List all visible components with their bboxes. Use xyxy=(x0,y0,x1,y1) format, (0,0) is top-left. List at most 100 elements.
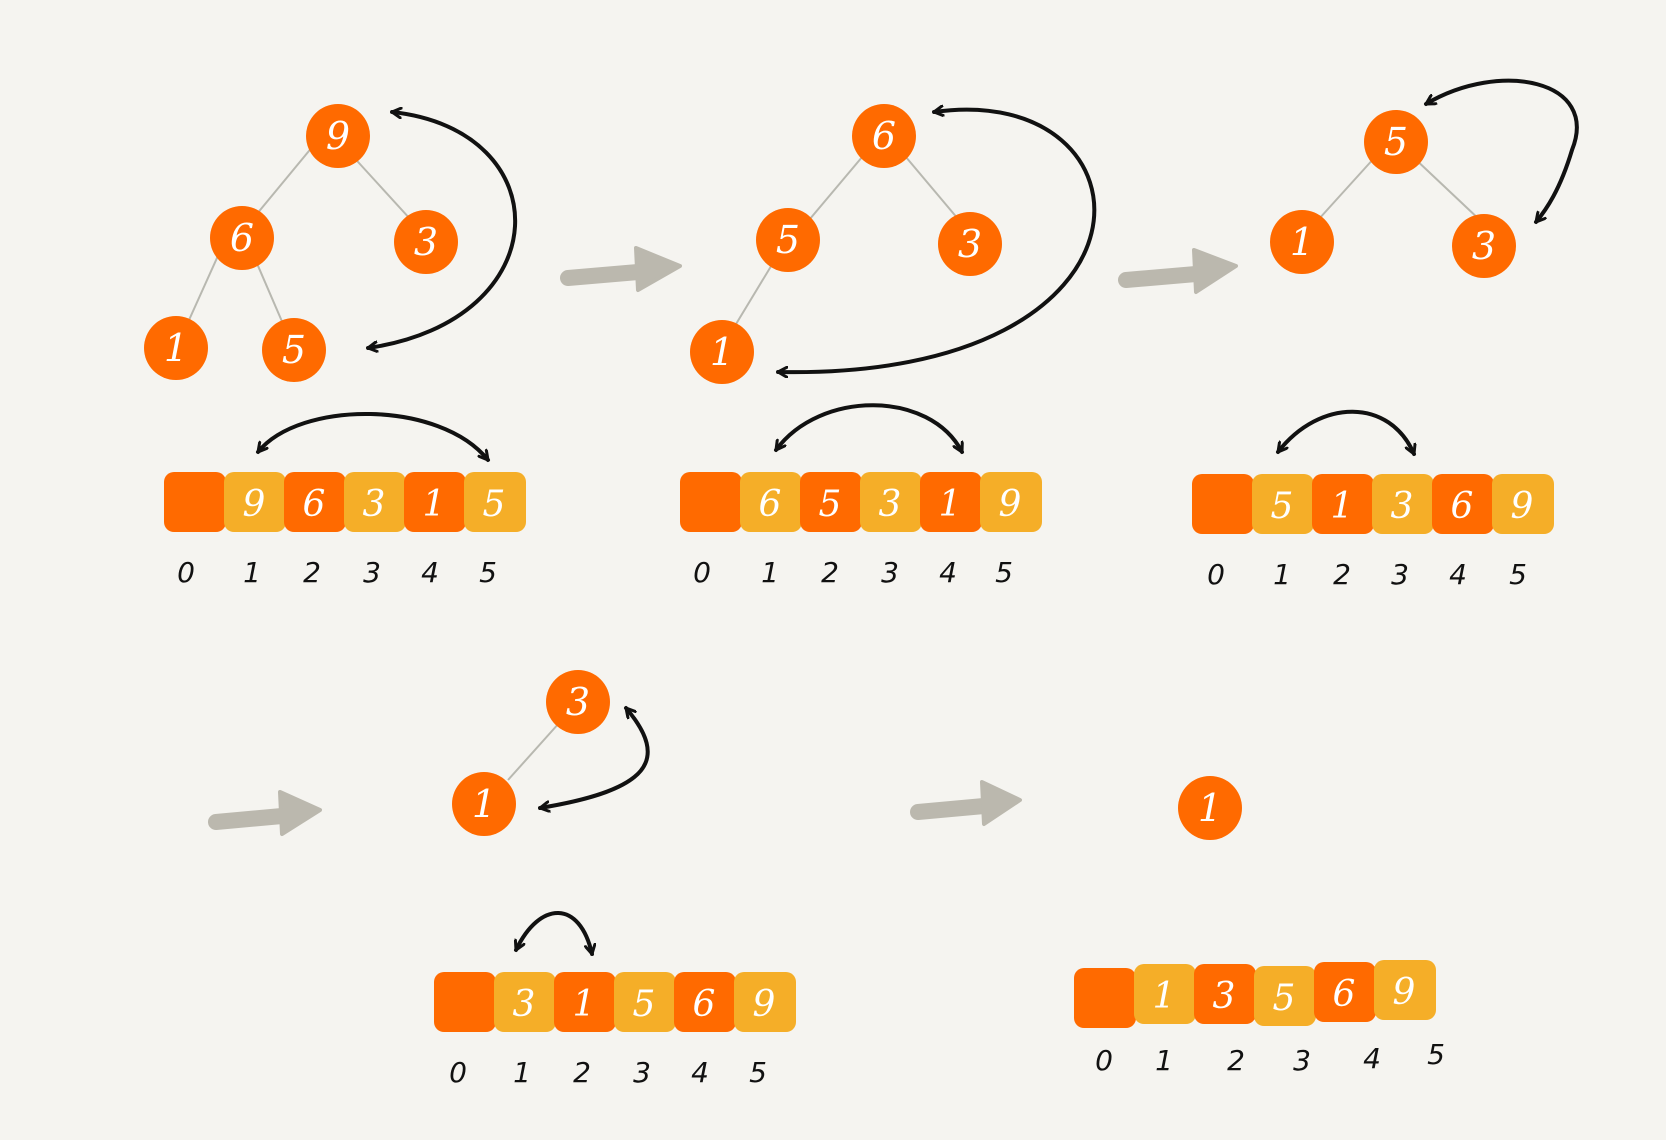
array-cell-label: 6 xyxy=(1451,486,1474,527)
array-index-label: 3 xyxy=(881,556,899,589)
tree-node-label: 3 xyxy=(958,222,982,266)
right-margin-strip xyxy=(1666,0,1680,1140)
array-1: 9 6 3 1 5 0 1 2 3 4 5 xyxy=(164,472,526,589)
array-cell xyxy=(674,972,736,1032)
array-cell-label: 1 xyxy=(1153,976,1176,1017)
tree-node-label: 3 xyxy=(1472,224,1496,268)
array-index-label: 1 xyxy=(1273,558,1291,591)
array-cell-label: 1 xyxy=(1331,486,1354,527)
tree-node-label: 5 xyxy=(282,328,306,372)
step-arrow xyxy=(1118,248,1238,294)
swap-arrow xyxy=(1276,409,1414,456)
swap-arrow xyxy=(774,403,964,454)
array-index-label: 1 xyxy=(513,1056,531,1089)
tree-edge xyxy=(803,149,869,227)
array-cell xyxy=(1134,964,1196,1024)
tree-node-label: 3 xyxy=(566,680,590,724)
array-cell xyxy=(740,472,802,532)
tree-node: 3 xyxy=(394,210,458,274)
swap-arrow xyxy=(516,911,592,956)
tree-2: 6 5 3 1 xyxy=(690,104,1002,384)
array-cell-label: 9 xyxy=(999,484,1022,525)
array-index-label: 5 xyxy=(1509,558,1527,591)
array-index-label: 0 xyxy=(1207,558,1225,591)
step-arrow xyxy=(208,790,322,836)
array-index-label: 0 xyxy=(1095,1044,1113,1077)
tree-node: 1 xyxy=(1270,210,1334,274)
array-cell xyxy=(860,472,922,532)
step-1: 9 6 3 1 5 xyxy=(144,104,526,589)
array-cell-label: 6 xyxy=(1333,974,1356,1015)
tree-node-label: 1 xyxy=(710,330,734,374)
array-index-label: 1 xyxy=(243,556,261,589)
array-cell-label: 3 xyxy=(879,484,902,525)
array-cell xyxy=(734,972,796,1032)
tree-edge xyxy=(1411,155,1483,223)
array-cell-label: 3 xyxy=(1391,486,1414,527)
array-cell xyxy=(1312,474,1374,534)
array-index-label: 5 xyxy=(995,556,1013,589)
tree-node-label: 5 xyxy=(1384,120,1408,164)
tree-4: 3 1 xyxy=(452,670,610,836)
step-2: 6 5 3 1 6 5 xyxy=(680,104,1097,589)
tree-edge xyxy=(899,149,965,227)
array-index-label: 5 xyxy=(479,556,497,589)
array-cell xyxy=(1372,474,1434,534)
array-index-label: 3 xyxy=(363,556,381,589)
array-cell xyxy=(1254,966,1316,1026)
tree-edge xyxy=(729,257,777,335)
array-cell xyxy=(1194,964,1256,1024)
array-cell xyxy=(1314,962,1376,1022)
array-cell-label: 3 xyxy=(363,484,386,525)
tree-node: 1 xyxy=(1178,776,1242,840)
array-cell-label: 6 xyxy=(759,484,782,525)
array-cell xyxy=(1252,474,1314,534)
array-index-label: 2 xyxy=(1333,558,1351,591)
tree-3: 5 1 3 xyxy=(1270,110,1516,278)
tree-node-label: 6 xyxy=(230,216,254,260)
array-cell-label: 5 xyxy=(1273,978,1296,1019)
tree-node: 5 xyxy=(262,318,326,382)
tree-node: 5 xyxy=(1364,110,1428,174)
array-index-label: 1 xyxy=(761,556,779,589)
array-cell-label: 1 xyxy=(939,484,962,525)
array-5: 1 3 5 6 9 0 1 2 3 4 5 xyxy=(1074,960,1445,1077)
array-index-label: 4 xyxy=(939,556,957,589)
tree-node: 3 xyxy=(1452,214,1516,278)
array-cell xyxy=(980,472,1042,532)
swap-arrow xyxy=(1424,78,1579,224)
array-index-label: 3 xyxy=(633,1056,651,1089)
tree-node: 1 xyxy=(690,320,754,384)
array-cell xyxy=(920,472,982,532)
tree-node: 1 xyxy=(144,316,208,380)
array-cell xyxy=(284,472,346,532)
tree-node: 5 xyxy=(756,208,820,272)
array-cell-label: 9 xyxy=(243,484,266,525)
tree-node-label: 1 xyxy=(1198,786,1222,830)
step-5: 1 1 3 5 6 9 0 1 2 3 4 5 xyxy=(1074,776,1445,1077)
tree-5: 1 xyxy=(1178,776,1242,840)
array-cell xyxy=(1192,474,1254,534)
tree-node-label: 5 xyxy=(776,218,800,262)
array-cell xyxy=(164,472,226,532)
tree-node-label: 6 xyxy=(872,114,896,158)
array-index-label: 0 xyxy=(693,556,711,589)
array-index-label: 4 xyxy=(421,556,439,589)
swap-arrow xyxy=(366,112,517,348)
swap-arrow xyxy=(776,110,1097,373)
array-4: 3 1 5 6 9 0 1 2 3 4 5 xyxy=(434,972,796,1089)
array-index-label: 0 xyxy=(449,1056,467,1089)
step-arrow xyxy=(560,246,682,292)
tree-edge xyxy=(507,721,561,781)
tree-edge xyxy=(1317,155,1377,221)
array-index-label: 4 xyxy=(1363,1042,1381,1075)
tree-node: 9 xyxy=(306,104,370,168)
tree-node: 3 xyxy=(938,212,1002,276)
tree-node-label: 1 xyxy=(1290,220,1314,264)
array-cell-label: 3 xyxy=(513,984,536,1025)
array-cell xyxy=(680,472,742,532)
array-cell-label: 5 xyxy=(1271,486,1294,527)
array-index-label: 4 xyxy=(1449,558,1467,591)
array-cell xyxy=(494,972,556,1032)
array-cell-label: 1 xyxy=(573,984,596,1025)
